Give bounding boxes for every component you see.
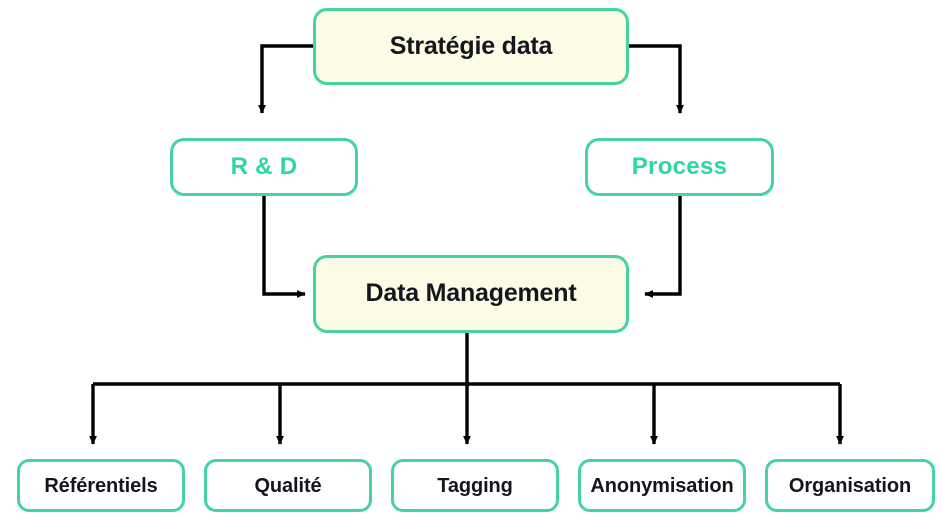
node-process-label: Process bbox=[631, 152, 728, 180]
node-referentiels-label: Référentiels bbox=[44, 474, 158, 497]
node-tagging-label: Tagging bbox=[437, 474, 513, 497]
node-strategie-data-label: Stratégie data bbox=[389, 31, 553, 60]
connector-process-to-datamgmt bbox=[644, 196, 682, 298]
node-qualite-label: Qualité bbox=[254, 474, 322, 497]
connector-datamgmt-fanout bbox=[89, 333, 844, 445]
node-tagging[interactable]: Tagging bbox=[391, 459, 559, 512]
node-r-and-d-label: R & D bbox=[230, 152, 298, 180]
node-organisation-label: Organisation bbox=[788, 474, 912, 497]
node-data-management[interactable]: Data Management bbox=[313, 255, 629, 333]
node-qualite[interactable]: Qualité bbox=[204, 459, 372, 512]
node-r-and-d[interactable]: R & D bbox=[170, 138, 358, 196]
node-anonymisation[interactable]: Anonymisation bbox=[578, 459, 746, 512]
node-organisation[interactable]: Organisation bbox=[765, 459, 935, 512]
node-referentiels[interactable]: Référentiels bbox=[17, 459, 185, 512]
connector-strategie-to-rd bbox=[258, 44, 313, 114]
node-process[interactable]: Process bbox=[585, 138, 774, 196]
connector-rd-to-datamgmt bbox=[262, 196, 306, 298]
node-strategie-data[interactable]: Stratégie data bbox=[313, 8, 629, 85]
node-data-management-label: Data Management bbox=[365, 279, 577, 308]
node-anonymisation-label: Anonymisation bbox=[590, 474, 734, 497]
connector-strategie-to-process bbox=[629, 44, 684, 114]
